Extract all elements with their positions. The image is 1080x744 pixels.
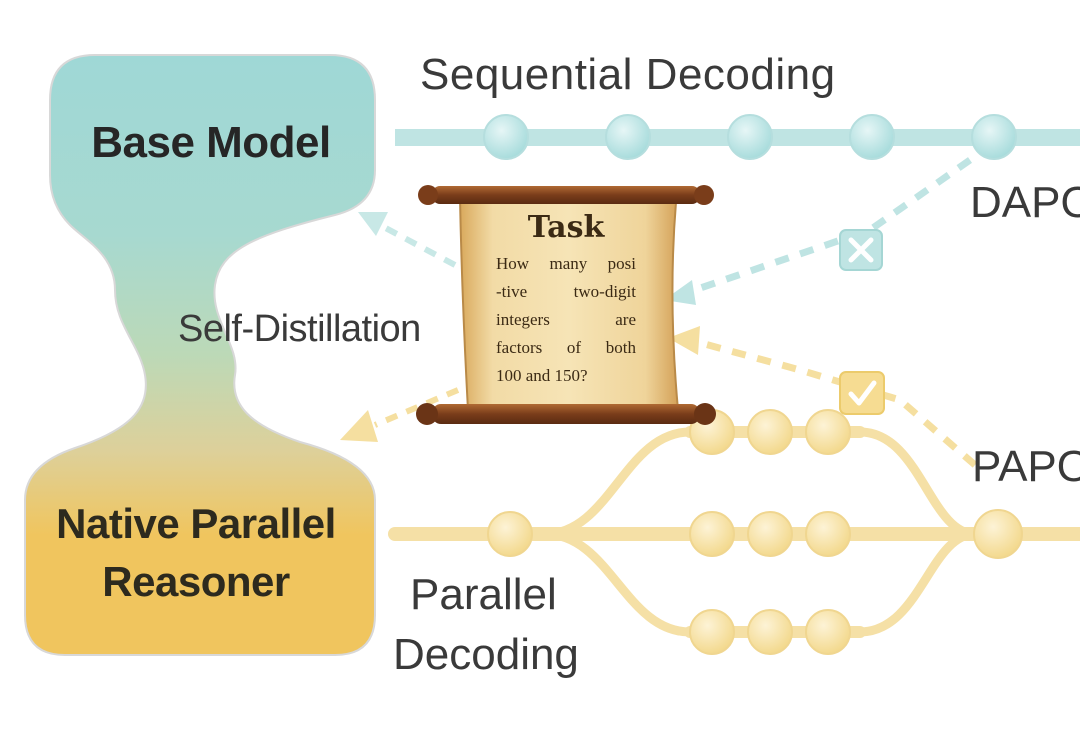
to-npr-arrowhead (340, 410, 378, 442)
par-node (689, 609, 735, 655)
x-icon (839, 229, 883, 271)
task-line: 100 and 150? (496, 366, 588, 385)
parallel-decoding-label-line1: Parallel (410, 570, 557, 619)
task-line: factors of both (496, 338, 636, 357)
to-base-arrowhead (358, 212, 388, 236)
par-node (689, 511, 735, 557)
dapo-feedback-arrow (678, 157, 973, 299)
par-node (805, 511, 851, 557)
scroll-bottom-knob-left (416, 403, 438, 425)
papo-feedback-arrow (689, 336, 978, 468)
scroll-top-rod (432, 186, 700, 204)
dapo-label: DAPO (970, 178, 1080, 227)
hourglass-shape (24, 54, 376, 656)
par-node (747, 511, 793, 557)
parallel-nodes (487, 409, 1023, 655)
task-line: How many posi (496, 254, 636, 273)
par-node (487, 511, 533, 557)
parallel-decoding-label-line2: Decoding (393, 630, 579, 679)
par-node (747, 409, 793, 455)
par-node (805, 609, 851, 655)
npr-line2: Reasoner (102, 558, 290, 605)
native-parallel-reasoner-label: Native Parallel Reasoner (20, 495, 372, 611)
npr-line1: Native Parallel (56, 500, 336, 547)
to-npr-dashed (373, 387, 460, 428)
check-icon (839, 371, 885, 415)
seq-node (605, 114, 651, 160)
task-line: -tive two-digit (496, 282, 636, 301)
sequential-decoding-label: Sequential Decoding (420, 50, 836, 99)
task-title: Task (527, 210, 605, 245)
papo-arrowhead (668, 326, 700, 355)
self-distillation-label: Self-Distillation (178, 308, 421, 350)
scroll-top-knob-right (694, 185, 714, 205)
seq-node (971, 114, 1017, 160)
sequential-nodes (483, 114, 1017, 160)
task-line: integers are (496, 310, 636, 329)
seq-node (849, 114, 895, 160)
task-scroll (416, 185, 716, 425)
task-question: How many posi -tive two-digit integers a… (496, 250, 636, 390)
seq-node (727, 114, 773, 160)
par-node (747, 609, 793, 655)
par-node (805, 409, 851, 455)
scroll-top-knob-left (418, 185, 438, 205)
seq-node (483, 114, 529, 160)
par-node (973, 509, 1023, 559)
to-base-dashed (378, 222, 457, 268)
papo-label: PAPO (972, 442, 1080, 491)
scroll-bottom-rod (432, 404, 700, 424)
base-model-label: Base Model (91, 118, 331, 167)
scroll-bottom-knob-right (694, 403, 716, 425)
